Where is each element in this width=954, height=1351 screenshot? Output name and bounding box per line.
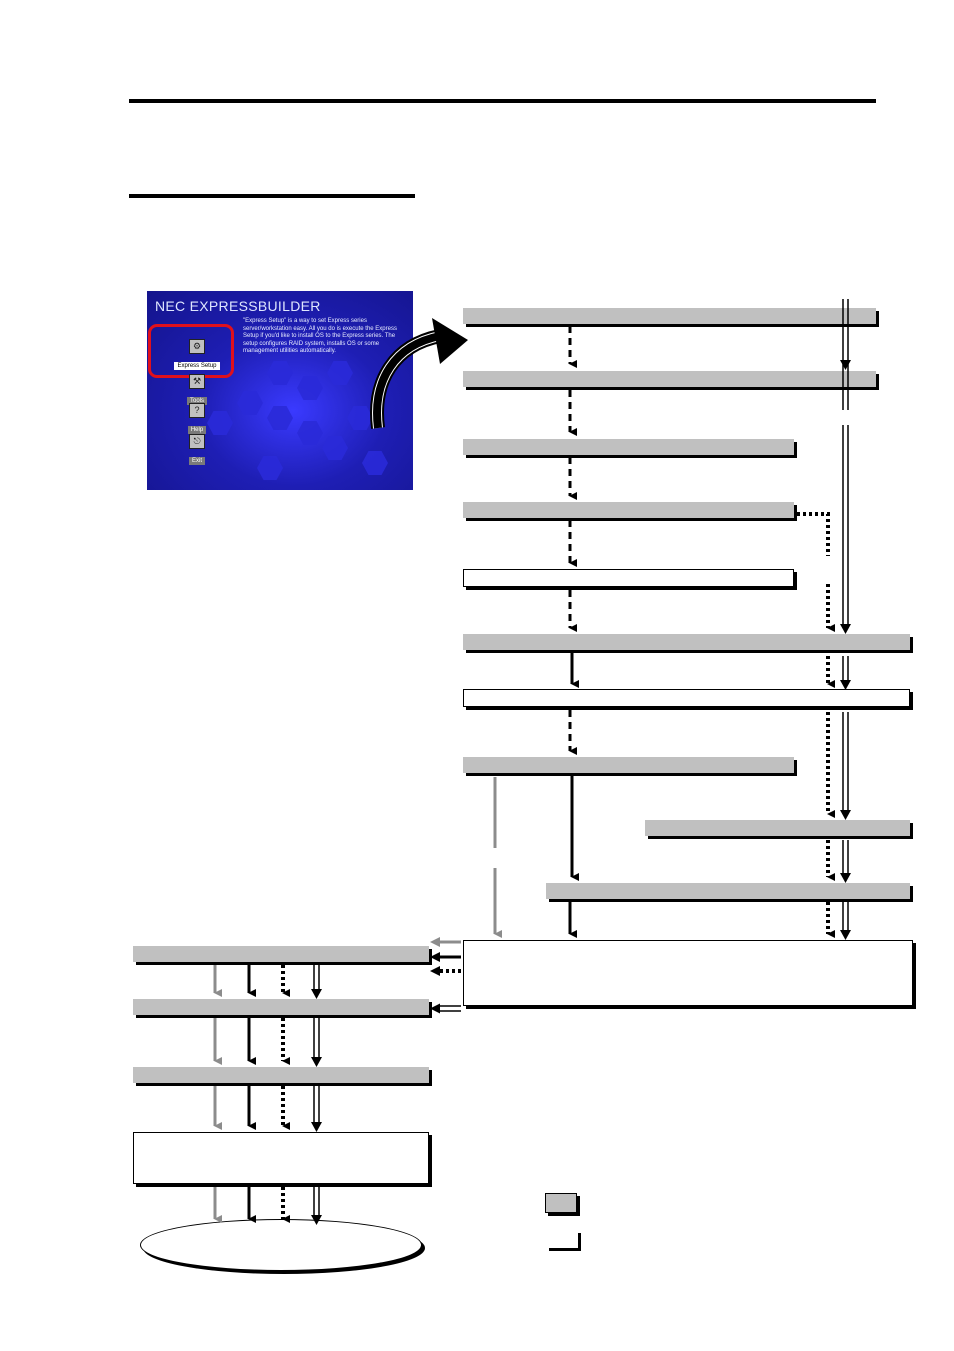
flow-step-box [133, 999, 429, 1015]
hex-decoration [267, 406, 293, 430]
flow-step-box-manual [463, 569, 794, 587]
hex-decoration [347, 406, 373, 430]
dotted-path [797, 512, 835, 938]
menu-item-help[interactable]: ? Help [167, 403, 227, 436]
flow-step-box [463, 757, 794, 773]
legend-gray-swatch [545, 1193, 577, 1213]
hex-decoration [322, 436, 348, 460]
hex-decoration [257, 456, 283, 480]
flow-end-ellipse [140, 1219, 422, 1271]
hex-decoration [267, 361, 293, 385]
flow-step-box [645, 820, 910, 836]
flow-step-box-manual [133, 1132, 429, 1184]
screen-title: NEC EXPRESSBUILDER [155, 298, 321, 314]
menu-item-tools[interactable]: ⚒ Tools [167, 374, 227, 407]
hex-decoration [297, 376, 323, 400]
menu-item-label: Help [187, 426, 207, 434]
menu-item-label: Express Setup [174, 362, 220, 370]
flow-step-box [133, 946, 429, 962]
menu-item-label: Exit [188, 457, 205, 465]
hex-decoration [297, 421, 323, 445]
cross-arrows [430, 937, 461, 1014]
help-icon: ? [189, 403, 205, 418]
flow-step-box [133, 1067, 429, 1083]
header-rule [129, 99, 876, 103]
menu-item-exit[interactable]: ⎋ Exit [167, 434, 227, 467]
expressbuilder-screen: NEC EXPRESSBUILDER "Express Setup" is a … [147, 291, 413, 490]
menu-item-label: Tools [186, 397, 207, 405]
flow-step-box [463, 502, 794, 518]
flow-step-box [463, 634, 910, 650]
flow-step-box [463, 371, 876, 387]
tools-icon: ⚒ [189, 374, 205, 389]
flow-step-box-manual [463, 689, 910, 707]
hex-decoration [362, 451, 388, 475]
screen-description: "Express Setup" is a way to set Express … [243, 318, 397, 355]
exit-icon: ⎋ [189, 434, 205, 449]
flow-step-box [463, 439, 794, 455]
setup-icon: ⚙ [189, 339, 205, 354]
menu-item-express-setup[interactable]: ⚙ Express Setup [167, 339, 227, 372]
flow-step-box [546, 883, 910, 899]
double-line-path [840, 299, 851, 940]
hex-decoration [327, 361, 353, 385]
legend-white-swatch [549, 1233, 581, 1251]
flow-step-box-manual [463, 940, 913, 1006]
flow-step-box [463, 308, 876, 324]
section-rule [129, 194, 415, 198]
